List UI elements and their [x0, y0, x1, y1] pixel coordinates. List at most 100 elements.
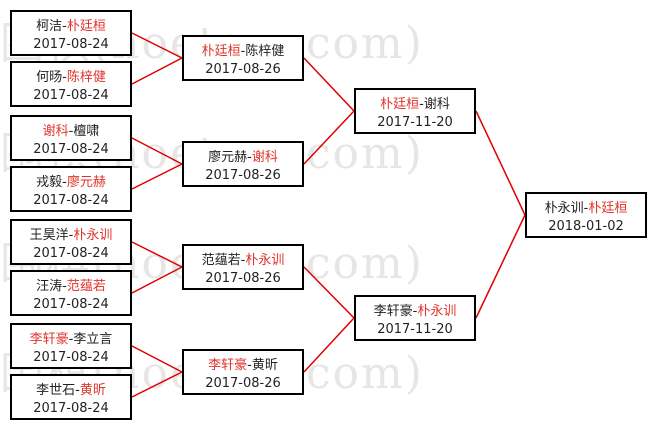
player-1-name: 朴廷桓	[201, 44, 241, 59]
separator: -	[62, 19, 67, 34]
match-date: 2017-08-24	[33, 88, 109, 103]
player-1-name: 李轩豪	[208, 358, 248, 373]
player-2-name: 廖元赫	[66, 175, 106, 190]
connector-line	[303, 317, 355, 373]
match-date: 2017-08-26	[205, 62, 281, 77]
player-1-name: 朴廷桓	[380, 97, 420, 112]
match-date: 2018-01-02	[548, 219, 624, 234]
player-2-name: 谢科	[251, 150, 278, 165]
match-date: 2017-08-24	[33, 401, 109, 416]
match-label: 李轩豪-黄昕	[184, 357, 302, 375]
connector-line	[303, 57, 355, 112]
player-1-name: 廖元赫	[208, 150, 248, 165]
match-date: 2017-11-20	[377, 115, 453, 130]
match-label: 廖元赫-谢科	[184, 149, 302, 167]
match-date: 2017-08-24	[33, 350, 109, 365]
connector-line	[131, 57, 183, 85]
player-2-name: 朴永训	[245, 253, 285, 268]
connector-line	[475, 214, 526, 319]
player-1-name: 汪涛	[36, 279, 63, 294]
connector-line	[131, 32, 183, 59]
separator: -	[247, 150, 252, 165]
match-label: 柯洁-朴廷桓	[12, 18, 130, 36]
separator: -	[75, 383, 80, 398]
separator: -	[412, 304, 418, 319]
separator: -	[62, 175, 67, 190]
player-2-name: 朴廷桓	[588, 201, 628, 216]
match-date: 2017-08-26	[205, 168, 281, 183]
player-1-name: 范蕴若	[201, 253, 241, 268]
match-label: 何旸-陈梓健	[12, 69, 130, 87]
separator: -	[247, 358, 252, 373]
player-2-name: 黄昕	[79, 383, 106, 398]
match-box-r1-3: 谢科-檀啸 2017-08-24	[10, 115, 132, 161]
match-date: 2017-08-24	[33, 37, 109, 52]
match-label: 朴永训-朴廷桓	[527, 200, 645, 218]
player-2-name: 陈梓健	[245, 44, 285, 59]
separator: -	[68, 228, 74, 243]
connector-line	[303, 266, 355, 319]
player-2-name: 陈梓健	[66, 70, 106, 85]
player-1-name: 戎毅	[36, 175, 63, 190]
match-label: 朴廷桓-陈梓健	[184, 43, 302, 61]
player-1-name: 李世石	[36, 383, 76, 398]
separator: -	[240, 253, 246, 268]
connector-line	[131, 241, 183, 268]
player-2-name: 范蕴若	[66, 279, 106, 294]
separator: -	[240, 44, 246, 59]
match-label: 戎毅-廖元赫	[12, 174, 130, 192]
match-label: 汪涛-范蕴若	[12, 278, 130, 296]
match-date: 2017-08-26	[205, 271, 281, 286]
player-2-name: 黄昕	[251, 358, 278, 373]
separator: -	[68, 124, 74, 139]
connector-line	[131, 163, 183, 190]
player-1-name: 李轩豪	[373, 304, 413, 319]
separator: -	[62, 70, 67, 85]
match-date: 2017-08-24	[33, 142, 109, 157]
player-1-name: 王昊洋	[29, 228, 69, 243]
player-2-name: 檀啸	[73, 124, 100, 139]
match-label: 李世石-黄昕	[12, 382, 130, 400]
connector-line	[131, 137, 183, 165]
match-date: 2017-11-20	[377, 322, 453, 337]
connector-line	[131, 266, 183, 294]
match-label: 范蕴若-朴永训	[184, 252, 302, 270]
connector-line	[475, 110, 526, 216]
match-date: 2017-08-24	[33, 297, 109, 312]
separator: -	[419, 97, 424, 112]
match-label: 李轩豪-朴永训	[356, 303, 474, 321]
player-2-name: 朴廷桓	[66, 19, 106, 34]
separator: -	[62, 279, 67, 294]
match-date: 2017-08-26	[205, 376, 281, 391]
player-1-name: 何旸	[36, 70, 63, 85]
match-label: 朴廷桓-谢科	[356, 96, 474, 114]
match-label: 李轩豪-李立言	[12, 331, 130, 349]
player-1-name: 李轩豪	[29, 332, 69, 347]
player-1-name: 柯洁	[36, 19, 63, 34]
connector-line	[131, 371, 183, 398]
separator: -	[583, 201, 589, 216]
separator: -	[68, 332, 74, 347]
player-2-name: 朴永训	[417, 304, 457, 319]
connector-line	[131, 345, 183, 373]
player-2-name: 朴永训	[73, 228, 113, 243]
match-date: 2017-08-24	[33, 246, 109, 261]
match-date: 2017-08-24	[33, 193, 109, 208]
player-1-name: 朴永训	[544, 201, 584, 216]
match-label: 王昊洋-朴永训	[12, 227, 130, 245]
player-1-name: 谢科	[42, 124, 69, 139]
